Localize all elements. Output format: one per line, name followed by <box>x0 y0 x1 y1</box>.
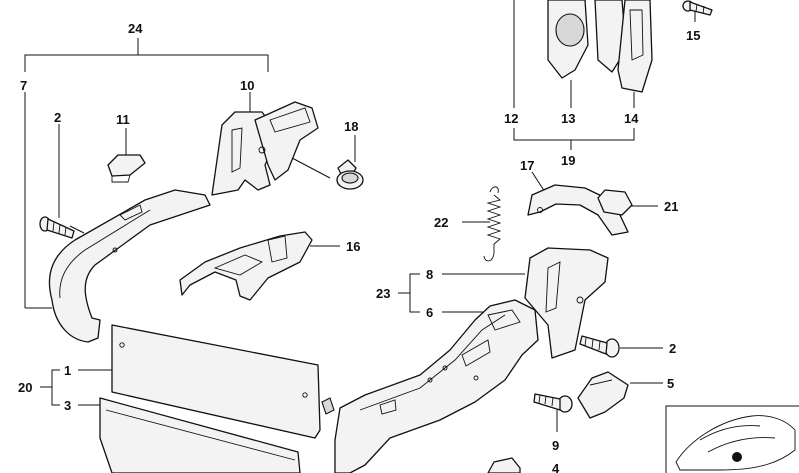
callout-labels: 24 7 10 2 11 18 15 12 13 14 19 17 21 22 … <box>18 21 700 473</box>
part-3-panel <box>99 397 301 473</box>
callout-24: 24 <box>128 21 143 36</box>
part-11-clip <box>107 154 146 177</box>
callout-11: 11 <box>116 112 130 127</box>
bracket-19 <box>513 128 635 141</box>
callout-5: 5 <box>667 376 674 391</box>
callout-12: 12 <box>504 111 518 126</box>
callout-6: 6 <box>426 305 433 320</box>
part-7-side-trim <box>48 189 211 343</box>
callout-7: 7 <box>20 78 27 93</box>
part-1-panel <box>111 324 321 439</box>
callout-4: 4 <box>552 461 560 473</box>
part-8-lower-cover <box>524 247 609 359</box>
part-15-screw <box>682 0 713 16</box>
callout-8: 8 <box>426 267 433 282</box>
callout-13: 13 <box>561 111 575 126</box>
callout-14: 14 <box>624 111 639 126</box>
part-16-bracket <box>179 231 313 301</box>
callout-23: 23 <box>376 286 390 301</box>
callout-16: 16 <box>346 239 360 254</box>
part-2-screw-right <box>579 335 620 358</box>
callout-20: 20 <box>18 380 32 395</box>
callout-10: 10 <box>240 78 254 93</box>
part-18-push-rivet <box>336 159 364 190</box>
callout-3: 3 <box>64 398 71 413</box>
part-14-trim <box>617 0 653 93</box>
callout-21: 21 <box>664 199 678 214</box>
callout-1: 1 <box>64 363 71 378</box>
part-6-right-trim <box>334 299 539 473</box>
callout-17: 17 <box>520 158 534 173</box>
location-dot-icon <box>732 452 742 462</box>
callout-18: 18 <box>344 119 358 134</box>
part-21-clip <box>597 189 633 216</box>
bracket-20 <box>51 369 60 406</box>
callout-22: 22 <box>434 215 448 230</box>
part-22-spring <box>483 186 502 262</box>
callout-2: 2 <box>54 110 61 125</box>
callout-19: 19 <box>561 153 575 168</box>
callout-15: 15 <box>686 28 700 43</box>
part-9-screw <box>533 393 573 413</box>
callout-2-right: 2 <box>669 341 676 356</box>
callout-9: 9 <box>552 438 559 453</box>
part-4-clip <box>487 457 521 473</box>
part-2-screw-upper <box>39 216 75 239</box>
bracket-23 <box>409 273 420 313</box>
bracket-24 <box>24 54 269 72</box>
car-location-thumbnail <box>665 405 799 473</box>
part-5-clip <box>577 371 629 419</box>
